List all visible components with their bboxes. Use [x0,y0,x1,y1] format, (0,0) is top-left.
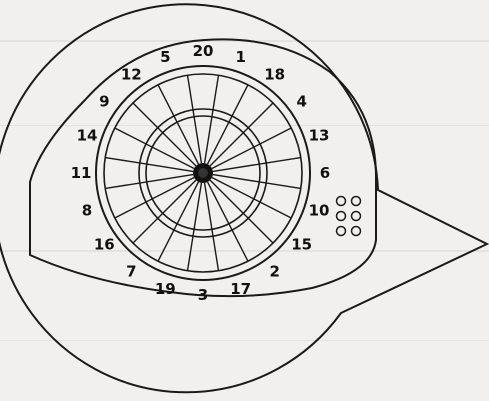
board-number: 2 [269,263,279,281]
board-number: 14 [77,126,98,144]
board-number: 17 [230,280,251,298]
board-number: 7 [126,263,136,281]
board-number: 11 [71,164,92,182]
board-number: 8 [82,202,92,220]
board-number: 6 [320,164,330,182]
inner-bull [198,168,208,178]
board-number: 15 [291,236,312,254]
board-number: 12 [121,65,142,83]
board-number: 16 [94,236,115,254]
board-number: 4 [296,92,306,110]
board-number: 19 [155,280,176,298]
board-number: 20 [193,42,214,60]
board-number: 18 [264,65,285,83]
board-number: 10 [309,202,330,220]
board-number: 5 [160,48,170,66]
board-number: 13 [309,126,330,144]
board-number: 3 [198,286,208,304]
board-number: 9 [99,92,109,110]
board-number: 1 [235,48,245,66]
